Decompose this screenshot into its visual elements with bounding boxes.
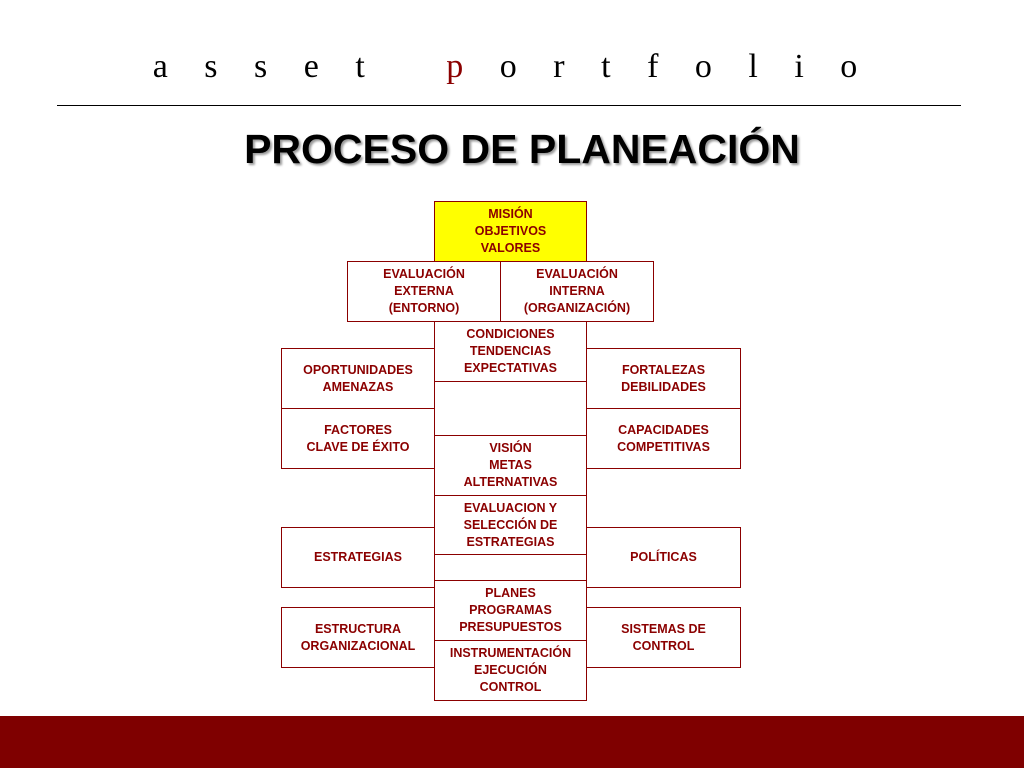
eval-interna-box: EVALUACIÓN INTERNA (ORGANIZACIÓN) bbox=[500, 261, 654, 322]
capacidades-box: CAPACIDADES COMPETITIVAS bbox=[586, 408, 741, 469]
planes-box: PLANES PROGRAMAS PRESUPUESTOS bbox=[434, 580, 587, 641]
footer-bar bbox=[0, 716, 1024, 768]
fortalezas-box: FORTALEZAS DEBILIDADES bbox=[586, 348, 741, 409]
politicas-box: POLÍTICAS bbox=[586, 527, 741, 588]
brand-wordmark: a s s e t p o r t f o l i o bbox=[0, 48, 1024, 86]
eval-externa-box: EVALUACIÓN EXTERNA (ENTORNO) bbox=[347, 261, 501, 322]
brand-accent-letter: p bbox=[446, 48, 478, 85]
sistemas-box: SISTEMAS DE CONTROL bbox=[586, 607, 741, 668]
oportunidades-box: OPORTUNIDADES AMENAZAS bbox=[281, 348, 435, 409]
brand-text-ortfolio: o r t f o l i o bbox=[477, 48, 872, 85]
instrumentacion-box: INSTRUMENTACIÓN EJECUCIÓN CONTROL bbox=[434, 640, 587, 701]
vision-box: VISIÓN METAS ALTERNATIVAS bbox=[434, 435, 587, 496]
estrategias-box: ESTRATEGIAS bbox=[281, 527, 435, 588]
condiciones-box: CONDICIONES TENDENCIAS EXPECTATIVAS bbox=[434, 321, 587, 382]
mision-box: MISIÓN OBJETIVOS VALORES bbox=[434, 201, 587, 262]
factores-box: FACTORES CLAVE DE ÉXITO bbox=[281, 408, 435, 469]
page-title: PROCESO DE PLANEACIÓN bbox=[244, 126, 800, 172]
estructura-box: ESTRUCTURA ORGANIZACIONAL bbox=[281, 607, 435, 668]
blank-box-1 bbox=[434, 381, 587, 436]
brand-text-asset: a s s e t bbox=[152, 48, 447, 85]
evaluacion-seleccion-box: EVALUACION Y SELECCIÓN DE ESTRATEGIAS bbox=[434, 495, 587, 555]
header-divider bbox=[57, 105, 961, 106]
blank-box-2 bbox=[434, 554, 587, 581]
